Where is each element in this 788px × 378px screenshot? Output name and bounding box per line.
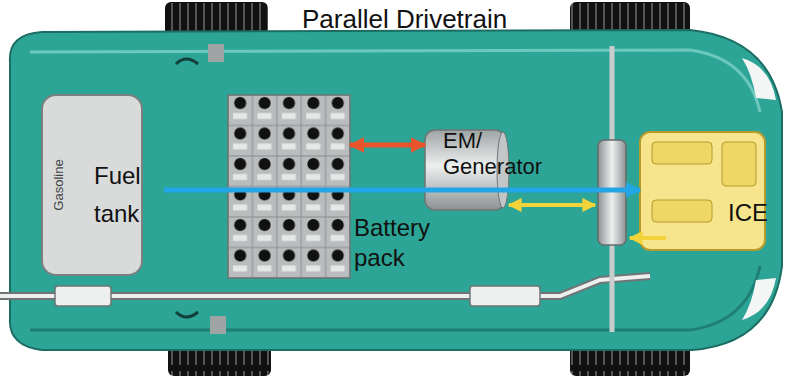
battery-cells — [228, 95, 350, 278]
body-mark — [176, 312, 198, 317]
part-label: Fuel tank — [94, 157, 160, 233]
mechanical-power-arrow — [509, 203, 595, 207]
fuel-tank: Gasoline Fuel tank — [42, 95, 164, 275]
headlight — [742, 58, 776, 100]
engine: ICE — [640, 132, 772, 250]
part-label: ICE — [728, 198, 768, 228]
wheel-hub — [210, 316, 226, 334]
body-mark — [176, 59, 198, 64]
wheel-hub — [208, 44, 224, 62]
muffler — [470, 286, 540, 306]
battery-pack: Battery pack — [228, 95, 350, 278]
muffler — [55, 286, 111, 306]
car-body — [10, 30, 782, 350]
headlight — [742, 278, 776, 320]
electric-power-arrow — [350, 143, 425, 148]
engine-detail — [652, 200, 712, 222]
em-generator: EM/ Generator — [425, 128, 569, 213]
engine-detail — [722, 142, 756, 186]
part-label: Battery pack — [354, 213, 466, 273]
engine-detail — [652, 142, 712, 164]
fuel-flow-arrow — [164, 188, 640, 193]
part-label: EM/ Generator — [443, 128, 565, 180]
diagram-title: Parallel Drivetrain — [302, 4, 507, 35]
tank-content-label: Gasoline — [50, 159, 66, 210]
engine-block — [640, 132, 765, 250]
mechanical-power-arrow — [630, 236, 666, 240]
